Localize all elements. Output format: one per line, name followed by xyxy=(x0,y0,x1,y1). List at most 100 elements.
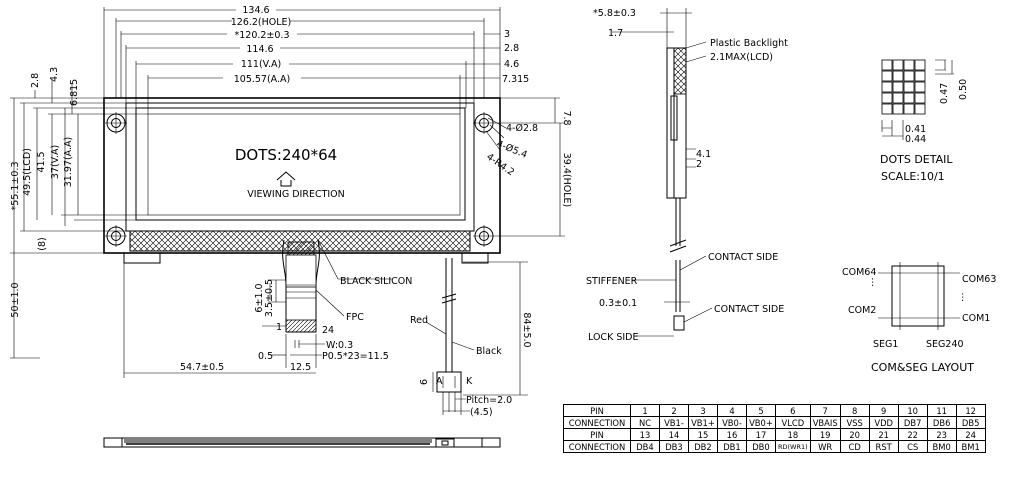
svg-text:STIFFENER: STIFFENER xyxy=(586,276,638,287)
svg-text:(8): (8) xyxy=(37,237,48,250)
svg-text:SEG1: SEG1 xyxy=(873,339,898,350)
dot-cell xyxy=(914,92,926,104)
svg-text:84±5.0: 84±5.0 xyxy=(521,312,532,347)
svg-text:*55.1±0.3: *55.1±0.3 xyxy=(10,162,21,211)
svg-text:114.6: 114.6 xyxy=(246,44,273,55)
svg-text:105.57(A.A): 105.57(A.A) xyxy=(234,74,291,85)
pin-connection: VBAIS xyxy=(809,416,841,429)
pin-number: 18 xyxy=(775,428,811,441)
fpc-cable: FPC 3.5±0.5 6±1.0 1 24 W:0.3 P0.5*23=11.… xyxy=(254,239,389,368)
pin-number: 16 xyxy=(717,428,747,441)
svg-text:A: A xyxy=(436,376,443,387)
svg-text:49.5(LCD): 49.5(LCD) xyxy=(22,148,33,196)
svg-text:3: 3 xyxy=(504,29,510,40)
display-label: DOTS:240*64 xyxy=(235,146,337,164)
pin-connection: DB6 xyxy=(926,416,957,429)
pin-number: 8 xyxy=(839,404,870,417)
pin-connection: DB1 xyxy=(717,440,747,453)
svg-text:12.5: 12.5 xyxy=(290,362,311,373)
svg-text:31.97(A.A): 31.97(A.A) xyxy=(63,137,74,187)
bottom-side-view xyxy=(103,437,501,448)
pin-connection: VB1- xyxy=(659,416,689,429)
svg-text:134.6: 134.6 xyxy=(242,5,269,16)
dot-cell xyxy=(892,70,904,82)
svg-text:Plastic Backlight: Plastic Backlight xyxy=(710,38,788,49)
svg-text:COM2: COM2 xyxy=(848,305,876,316)
pin-connection: RD(WR1) xyxy=(775,440,811,453)
dot-cell xyxy=(881,81,893,93)
svg-text:54.7±0.5: 54.7±0.5 xyxy=(180,362,224,373)
pin-header: PIN xyxy=(563,404,631,417)
svg-text:4-Ø2.8: 4-Ø2.8 xyxy=(506,123,538,134)
pin-connection: DB3 xyxy=(659,440,689,453)
dot-cell xyxy=(892,103,904,115)
dot-cell xyxy=(881,59,893,71)
connection-header: CONNECTION xyxy=(563,440,631,453)
svg-text:39.4(HOLE): 39.4(HOLE) xyxy=(561,153,572,207)
svg-text:0.3±0.1: 0.3±0.1 xyxy=(599,298,637,309)
dot-cell xyxy=(881,70,893,82)
pin-number: 7 xyxy=(809,404,841,417)
dot-cell xyxy=(892,92,904,104)
svg-text:SCALE:10/1: SCALE:10/1 xyxy=(881,170,945,183)
dot-cell xyxy=(903,103,915,115)
svg-text:⋮: ⋮ xyxy=(958,292,968,303)
svg-text:2.1MAX(LCD): 2.1MAX(LCD) xyxy=(710,52,773,63)
svg-text:CONTACT SIDE: CONTACT SIDE xyxy=(714,304,784,315)
com-seg-layout: COM64 COM63 COM2 COM1 ⋮ ⋮ SEG1 SEG240 CO… xyxy=(842,262,996,374)
backlight-wires: Red Black A K 6 Pitch=2.0 (4.5) xyxy=(410,258,512,418)
pin-number: 20 xyxy=(839,428,870,441)
svg-text:6: 6 xyxy=(419,379,430,385)
dots-detail: 0.41 0.44 0.47 0.50 DOTS DETAIL SCALE:10… xyxy=(880,59,969,183)
svg-text:Red: Red xyxy=(410,315,428,326)
pin-number: 23 xyxy=(926,428,957,441)
pin-connection: CD xyxy=(839,440,870,453)
pin-connection: VB0- xyxy=(717,416,747,429)
viewing-area xyxy=(135,107,466,221)
pin-connection: WR xyxy=(809,440,841,453)
pin-number: 24 xyxy=(955,428,986,441)
pin-connection: BM1 xyxy=(955,440,986,453)
pin-connection: DB4 xyxy=(630,440,660,453)
dot-cell xyxy=(881,92,893,104)
lock-side-tab xyxy=(673,315,685,331)
mounting-hole-top-right xyxy=(473,112,495,134)
dot-cell xyxy=(914,103,926,115)
svg-text:41.5: 41.5 xyxy=(36,151,47,172)
svg-text:6.815: 6.815 xyxy=(69,79,80,106)
svg-text:LOCK SIDE: LOCK SIDE xyxy=(588,332,638,343)
pin-table: PIN 1 2 3 4 5 6 7 8 9 10 11 12 CONNECTIO… xyxy=(563,404,986,453)
dot-cell xyxy=(914,59,926,71)
front-view: DOTS:240*64 VIEWING DIRECTION 134.6 126.… xyxy=(10,4,572,418)
viewing-direction-arrow-icon xyxy=(276,171,296,187)
pin-connection: RST xyxy=(868,440,899,453)
svg-text:0.50: 0.50 xyxy=(958,79,969,100)
pin-table-row: CONNECTION DB4 DB3 DB2 DB1 DB0 RD(WR1) W… xyxy=(563,440,986,453)
svg-text:*120.2±0.3: *120.2±0.3 xyxy=(234,30,289,41)
pin-number: 12 xyxy=(955,404,986,417)
svg-text:COM1: COM1 xyxy=(962,313,990,324)
svg-text:111(V.A): 111(V.A) xyxy=(241,59,281,70)
svg-text:0.47: 0.47 xyxy=(939,83,950,104)
side-view: *5.8±0.3 1.7 Plastic Backlight 2.1MAX(LC… xyxy=(586,8,788,343)
pin-number: 17 xyxy=(746,428,776,441)
pin-number: 22 xyxy=(897,428,928,441)
dot-cell xyxy=(892,81,904,93)
pin-connection: VDD xyxy=(868,416,899,429)
pin-number: 14 xyxy=(659,428,689,441)
svg-text:COM63: COM63 xyxy=(962,274,996,285)
mounting-hole-top-left xyxy=(105,112,127,134)
svg-text:1.7: 1.7 xyxy=(608,28,623,39)
svg-text:0.41: 0.41 xyxy=(905,124,926,135)
svg-text:0.44: 0.44 xyxy=(905,134,926,145)
viewing-direction-label: VIEWING DIRECTION xyxy=(247,189,345,200)
svg-text:6±1.0: 6±1.0 xyxy=(254,283,265,312)
pin-table-row: CONNECTION NC VB1- VB1+ VB0- VB0+ VLCD V… xyxy=(563,416,986,429)
pin-connection: DB7 xyxy=(897,416,928,429)
pin-table-row: PIN 1 2 3 4 5 6 7 8 9 10 11 12 xyxy=(563,404,986,417)
pin-number: 2 xyxy=(659,404,689,417)
svg-text:*5.8±0.3: *5.8±0.3 xyxy=(593,8,636,19)
pin-number: 10 xyxy=(897,404,928,417)
pin-connection: DB2 xyxy=(688,440,718,453)
svg-text:3.5±0.5: 3.5±0.5 xyxy=(264,279,275,317)
